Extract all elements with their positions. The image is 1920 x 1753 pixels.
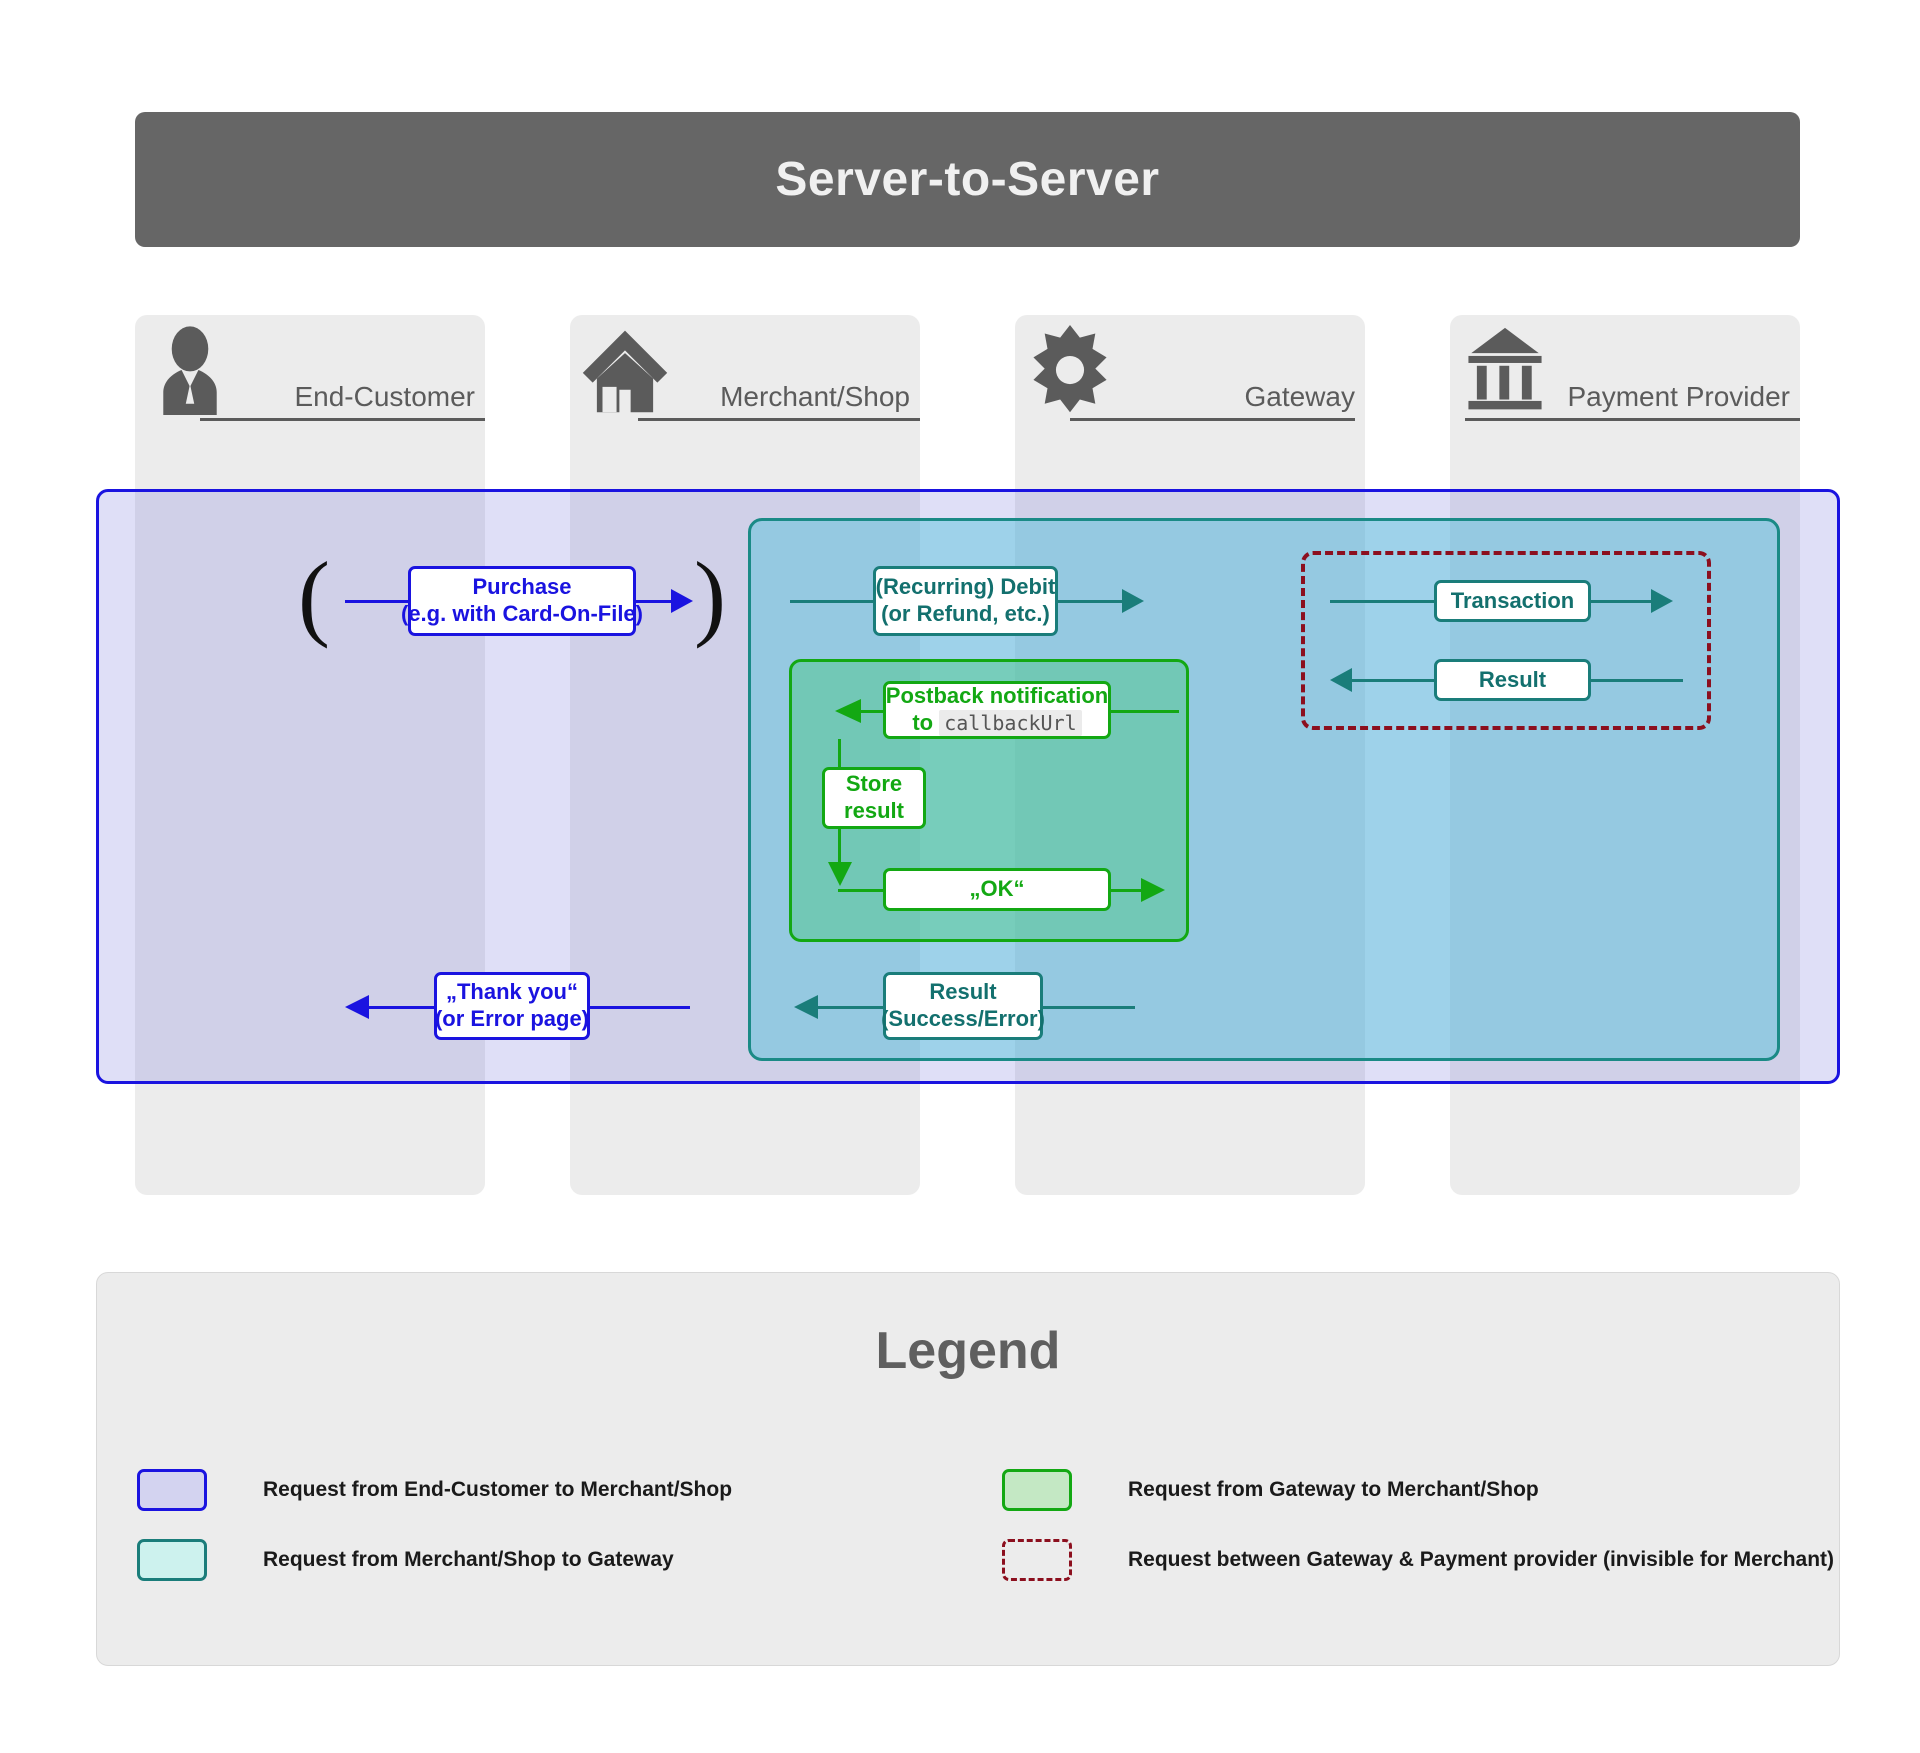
connector-store-to-ok bbox=[838, 829, 841, 869]
paren-close: ) bbox=[694, 542, 726, 649]
node-store-result-line1: Store bbox=[845, 771, 903, 797]
arrowhead-result bbox=[794, 995, 818, 1019]
connector-result-right bbox=[1043, 1006, 1135, 1009]
lane-rule-merchant-shop bbox=[638, 418, 920, 421]
node-store-result: Store result bbox=[822, 767, 926, 829]
legend-label-end-customer-to-merchant: Request from End-Customer to Merchant/Sh… bbox=[263, 1478, 733, 1501]
connector-ok-in bbox=[838, 889, 890, 892]
node-postback-line2: to callbackUrl bbox=[912, 710, 1082, 737]
node-transaction: Transaction bbox=[1434, 580, 1591, 622]
legend-swatch-cyan bbox=[137, 1539, 207, 1581]
connector-result-left bbox=[815, 1006, 890, 1009]
lane-rule-gateway bbox=[1070, 418, 1355, 421]
legend-swatch-blue bbox=[137, 1469, 207, 1511]
region-gateway-to-payment-provider bbox=[1301, 551, 1711, 730]
legend-item-gateway-to-merchant: Request from Gateway to Merchant/Shop bbox=[1002, 1469, 1539, 1511]
node-result-line1: Result bbox=[929, 979, 997, 1005]
lane-rule-end-customer bbox=[200, 418, 485, 421]
lane-rule-payment-provider bbox=[1465, 418, 1800, 421]
connector-result-pp-right bbox=[1591, 679, 1683, 682]
node-result: Result (Success/Error) bbox=[881, 972, 1045, 1040]
connector-ok-out bbox=[1111, 889, 1149, 892]
arrowhead-purchase bbox=[671, 589, 693, 613]
node-ok: „OK“ bbox=[883, 868, 1111, 911]
lane-label-payment-provider: Payment Provider bbox=[1567, 381, 1790, 412]
connector-transaction-in bbox=[1330, 600, 1440, 603]
arrowhead-ok bbox=[1141, 878, 1165, 902]
lane-label-end-customer: End-Customer bbox=[294, 381, 475, 412]
legend-panel: Legend Request from End-Customer to Merc… bbox=[96, 1272, 1840, 1666]
arrowhead-thank-you bbox=[345, 995, 369, 1019]
lane-end-customer bbox=[135, 315, 485, 1195]
legend-item-gateway-to-payment-provider: Request between Gateway & Payment provid… bbox=[1002, 1539, 1834, 1581]
paren-open: ( bbox=[298, 542, 330, 649]
businessman-icon bbox=[145, 322, 235, 418]
arrowhead-postback bbox=[835, 699, 861, 723]
node-purchase: Purchase (e.g. with Card-On-File) bbox=[401, 566, 643, 636]
gear-icon bbox=[1025, 322, 1115, 418]
node-store-result-line2: result bbox=[844, 798, 904, 823]
node-ok-label: „OK“ bbox=[969, 876, 1025, 902]
node-purchase-line1: Purchase bbox=[472, 574, 572, 600]
lane-label-merchant-shop: Merchant/Shop bbox=[720, 381, 910, 412]
lane-label-gateway: Gateway bbox=[1244, 381, 1356, 412]
legend-swatch-green bbox=[1002, 1469, 1072, 1511]
connector-purchase-in bbox=[345, 600, 410, 603]
connector-postback-to-store bbox=[838, 739, 841, 778]
connector-postback-right bbox=[1111, 710, 1179, 713]
legend-item-merchant-to-gateway: Request from Merchant/Shop to Gateway bbox=[137, 1539, 674, 1581]
legend-swatch-dashed bbox=[1002, 1539, 1072, 1581]
node-result-pp-label: Result bbox=[1478, 666, 1547, 692]
node-postback-to: to bbox=[912, 710, 934, 735]
node-recurring-debit: (Recurring) Debit (or Refund, etc.) bbox=[873, 566, 1058, 636]
node-thank-you-line1: „Thank you“ bbox=[445, 979, 578, 1005]
legend-label-merchant-to-gateway: Request from Merchant/Shop to Gateway bbox=[263, 1548, 674, 1571]
lane-header-end-customer: End-Customer bbox=[135, 315, 485, 425]
lane-header-merchant-shop: Merchant/Shop bbox=[570, 315, 920, 425]
connector-transaction-out bbox=[1591, 600, 1661, 603]
lane-header-gateway: Gateway bbox=[1015, 315, 1365, 425]
legend-label-gateway-to-payment-provider: Request between Gateway & Payment provid… bbox=[1128, 1548, 1835, 1571]
arrowhead-store-down bbox=[828, 862, 852, 886]
node-thank-you-line2: (or Error page) bbox=[434, 1006, 590, 1031]
lane-merchant-shop bbox=[570, 315, 920, 1195]
node-result-pp: Result bbox=[1434, 659, 1591, 701]
node-postback-callbackurl: callbackUrl bbox=[939, 710, 1082, 736]
legend-title: Legend bbox=[875, 1322, 1061, 1380]
lane-gateway bbox=[1015, 315, 1365, 1195]
arrowhead-transaction bbox=[1651, 589, 1673, 613]
node-result-line2: (Success/Error) bbox=[881, 1006, 1045, 1031]
connector-postback-left bbox=[858, 710, 890, 713]
connector-thank-you-left bbox=[366, 1006, 434, 1009]
arrowhead-result-pp bbox=[1330, 668, 1352, 692]
page-title: Server-to-Server bbox=[135, 112, 1800, 247]
lane-header-payment-provider: Payment Provider bbox=[1450, 315, 1800, 425]
node-postback-notification: Postback notification to callbackUrl bbox=[883, 681, 1111, 739]
node-recurring-debit-line2: (or Refund, etc.) bbox=[881, 601, 1050, 626]
connector-debit-out bbox=[1058, 600, 1131, 603]
bank-icon bbox=[1460, 322, 1550, 418]
arrowhead-recurring-debit bbox=[1122, 589, 1144, 613]
connector-result-pp-left bbox=[1350, 679, 1440, 682]
legend-label-gateway-to-merchant: Request from Gateway to Merchant/Shop bbox=[1128, 1478, 1539, 1501]
house-icon bbox=[580, 322, 670, 418]
connector-debit-in bbox=[790, 600, 880, 603]
node-postback-line1: Postback notification bbox=[885, 683, 1109, 709]
legend-item-end-customer-to-merchant: Request from End-Customer to Merchant/Sh… bbox=[137, 1469, 732, 1511]
node-purchase-line2: (e.g. with Card-On-File) bbox=[401, 601, 643, 626]
node-recurring-debit-line1: (Recurring) Debit bbox=[875, 574, 1056, 600]
node-transaction-label: Transaction bbox=[1450, 587, 1575, 613]
node-thank-you: „Thank you“ (or Error page) bbox=[434, 972, 590, 1040]
lane-payment-provider bbox=[1450, 315, 1800, 1195]
connector-thank-you-right bbox=[590, 1006, 690, 1009]
connector-purchase-out bbox=[636, 600, 678, 603]
